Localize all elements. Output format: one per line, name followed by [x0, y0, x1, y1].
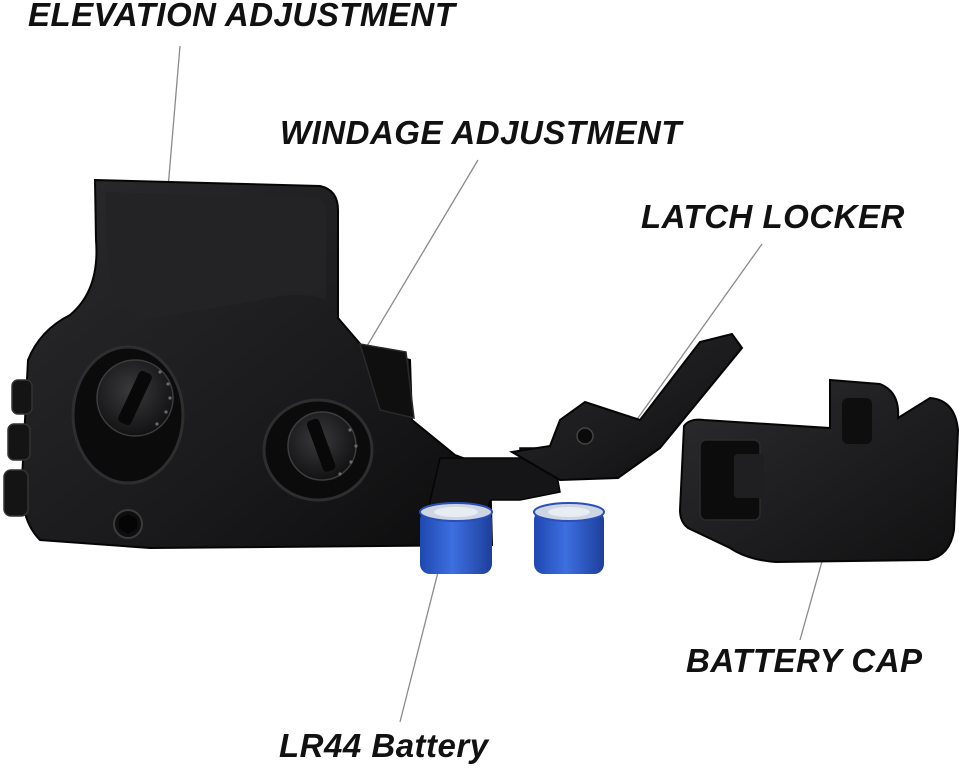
side-button-middle	[7, 423, 31, 461]
side-button-bottom	[3, 469, 29, 517]
latch-lever	[509, 332, 744, 482]
windage-knob	[262, 398, 374, 502]
elevation-adjustment-label: ELEVATION ADJUSTMENT	[28, 0, 456, 33]
battery-leader-line	[399, 571, 439, 723]
lr44-battery-left	[419, 502, 493, 574]
side-button-top	[11, 379, 33, 415]
sight-window-face	[105, 192, 326, 320]
latch-leader-line	[627, 243, 763, 433]
latch-pivot-icon	[576, 427, 594, 445]
battery-cap-label: BATTERY CAP	[686, 642, 923, 679]
sight-body	[3, 178, 561, 550]
elevation-knob	[71, 345, 185, 485]
battery-cap	[678, 378, 960, 564]
lr44-battery-label: LR44 Battery	[279, 727, 489, 764]
rear-block	[358, 343, 415, 419]
latch-locker-label: LATCH LOCKER	[641, 198, 905, 235]
windage-adjustment-label: WINDAGE ADJUSTMENT	[280, 114, 682, 151]
lr44-battery-right	[533, 502, 605, 574]
